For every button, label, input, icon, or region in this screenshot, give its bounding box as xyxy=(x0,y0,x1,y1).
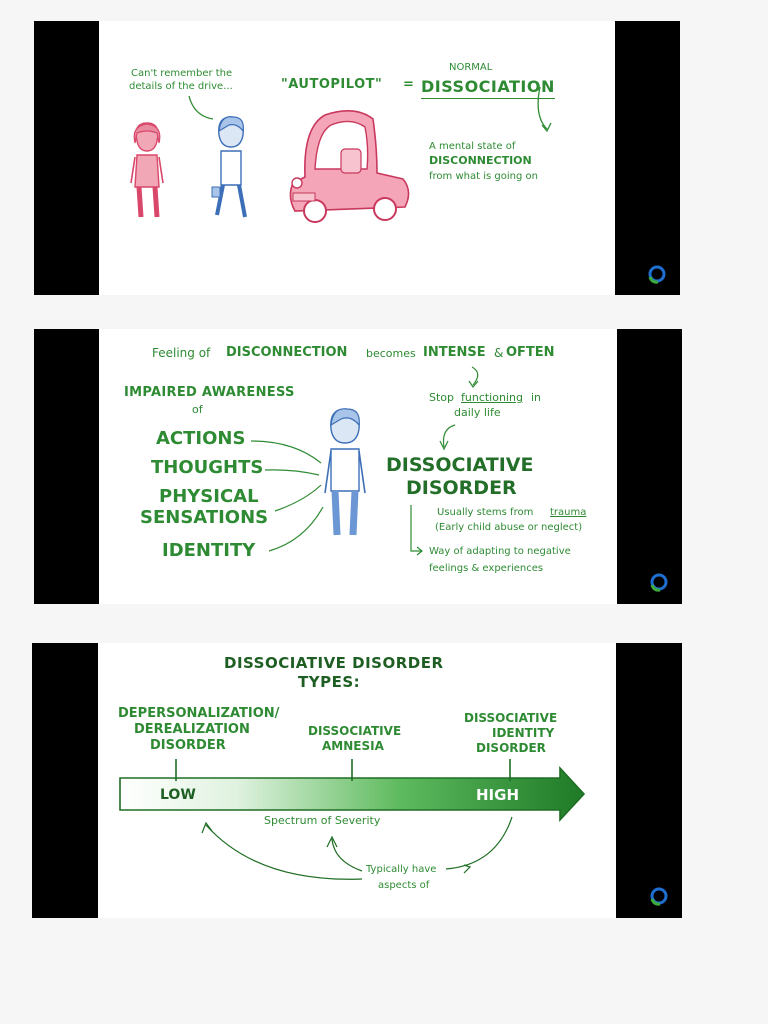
trauma-label: trauma xyxy=(550,507,587,518)
stop-label: Stop xyxy=(429,391,455,404)
impaired-label: IMPAIRED AWARENESS xyxy=(124,385,295,400)
autopilot-label: "AUTOPILOT" xyxy=(281,77,383,92)
becomes-label: becomes xyxy=(366,347,416,360)
car-illustration xyxy=(289,110,410,223)
type-identity-2: IDENTITY xyxy=(492,726,555,740)
brand-logo-icon xyxy=(648,265,666,284)
definition-line-1: A mental state of xyxy=(429,141,516,152)
abuse-label: (Early child abuse or neglect) xyxy=(435,522,583,533)
thought-line-2: details of the drive... xyxy=(129,81,233,92)
high-label: HIGH xyxy=(476,786,520,804)
type-depersonalization-1: DEPERSONALIZATION/ xyxy=(118,706,280,721)
connector-lines xyxy=(250,366,479,556)
stems-label: Usually stems from xyxy=(437,507,534,518)
type-depersonalization-3: DISORDER xyxy=(150,738,226,753)
aspects-line-2: aspects of xyxy=(378,880,430,891)
type-amnesia-1: DISSOCIATIVE xyxy=(308,724,402,738)
often-label: OFTEN xyxy=(506,345,555,360)
aspects-line-1: Typically have xyxy=(366,864,437,875)
person-figure xyxy=(324,408,366,536)
disorder-title-1: DISSOCIATIVE xyxy=(386,454,534,476)
item-identity: IDENTITY xyxy=(162,540,256,561)
man-figure xyxy=(211,116,247,218)
disorder-title-2: DISORDER xyxy=(406,477,517,499)
feeling-label: Feeling of xyxy=(152,346,211,360)
type-depersonalization-2: DEREALIZATION xyxy=(134,722,250,737)
slide-disorder-types: DISSOCIATIVE DISORDER TYPES: DEPERSONALI… xyxy=(32,643,682,918)
dissociation-label: DISSOCIATION xyxy=(421,78,555,99)
thought-arrow xyxy=(188,86,552,133)
of-label: of xyxy=(192,403,203,416)
slide-dissociative-disorder: Feeling of DISCONNECTION becomes INTENSE… xyxy=(34,329,682,604)
item-thoughts: THOUGHTS xyxy=(151,457,264,478)
disconnection-label: DISCONNECTION xyxy=(226,345,348,360)
definition-line-3: from what is going on xyxy=(429,171,538,182)
low-label: LOW xyxy=(160,787,196,803)
in-label: in xyxy=(531,391,542,404)
equals-sign: = xyxy=(403,77,414,92)
item-sensations: SENSATIONS xyxy=(140,507,269,528)
adapting-line-2: feelings & experiences xyxy=(429,563,544,574)
amp-label: & xyxy=(494,346,504,360)
type-identity-3: DISORDER xyxy=(476,741,546,755)
slide-autopilot: Can't remember the details of the drive.… xyxy=(34,21,680,295)
normal-label: NORMAL xyxy=(449,62,493,73)
type-amnesia-2: AMNESIA xyxy=(322,739,384,753)
functioning-label: functioning xyxy=(461,391,523,404)
brand-logo-icon xyxy=(650,887,668,906)
intense-label: INTENSE xyxy=(423,345,486,360)
types-title-1: DISSOCIATIVE DISORDER xyxy=(224,654,444,672)
item-physical: PHYSICAL xyxy=(159,486,259,507)
brand-logo-icon xyxy=(650,573,668,592)
daily-life-label: daily life xyxy=(454,406,501,419)
item-actions: ACTIONS xyxy=(156,428,246,449)
woman-figure xyxy=(130,122,164,218)
spectrum-label: Spectrum of Severity xyxy=(264,814,381,827)
definition-line-2: DISCONNECTION xyxy=(429,154,532,167)
type-identity-1: DISSOCIATIVE xyxy=(464,711,558,725)
types-title-2: TYPES: xyxy=(298,673,361,691)
severity-spectrum-arrow xyxy=(119,759,586,880)
adapting-line-1: Way of adapting to negative xyxy=(429,546,571,557)
thought-line-1: Can't remember the xyxy=(131,68,233,79)
